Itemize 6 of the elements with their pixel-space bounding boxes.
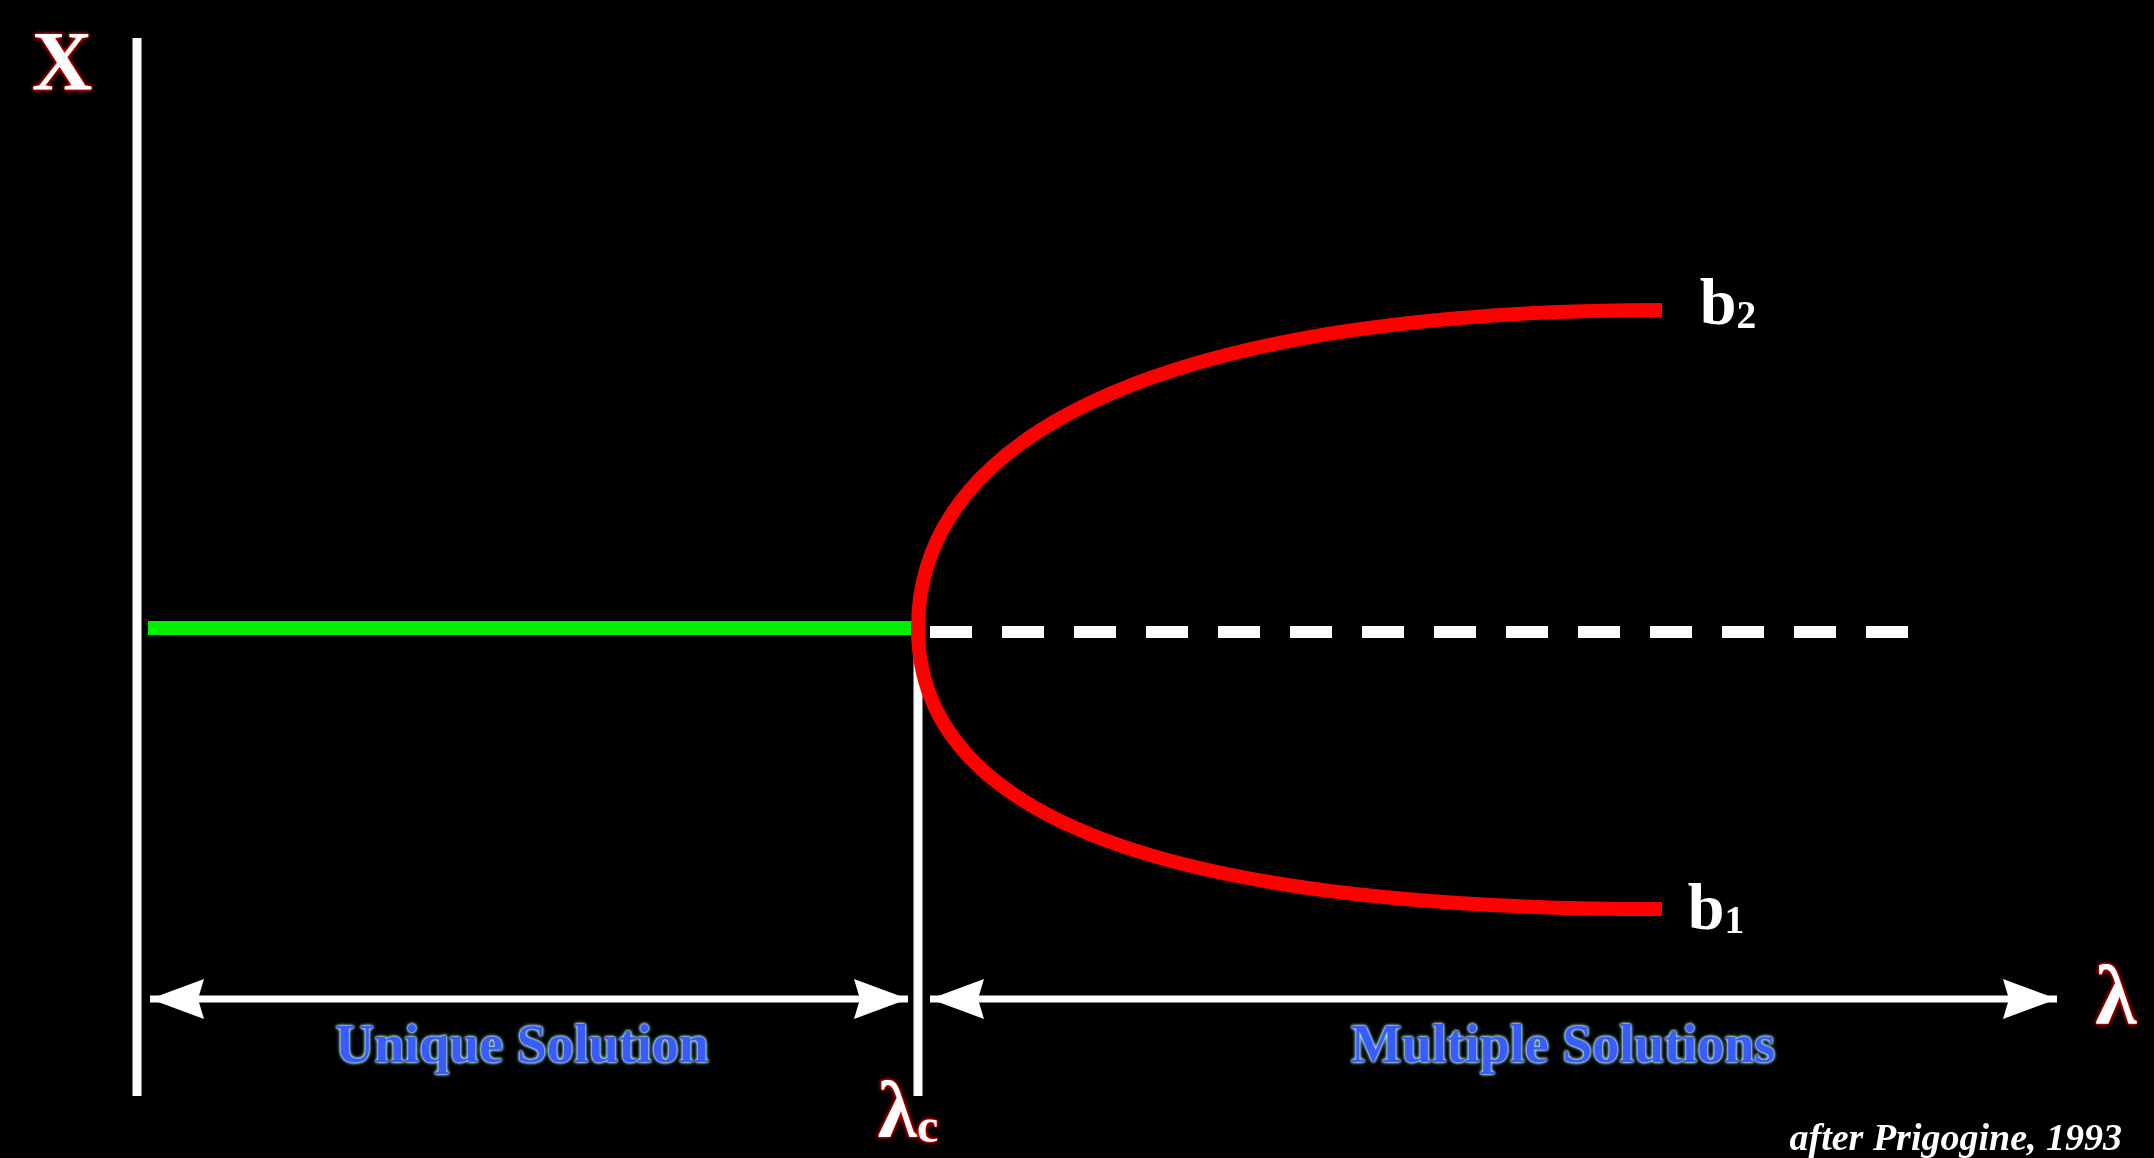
- axis-label: X: [31, 20, 93, 104]
- branch-label: b$_{2}$: [1699, 268, 1757, 336]
- axis-label: λ: [2095, 954, 2137, 1038]
- source-note: after Prigogine, 1993: [1789, 1118, 2122, 1156]
- branch-label: b$_{1}$: [1687, 873, 1745, 941]
- critical-value-label: λ$_{c}$: [877, 1070, 939, 1150]
